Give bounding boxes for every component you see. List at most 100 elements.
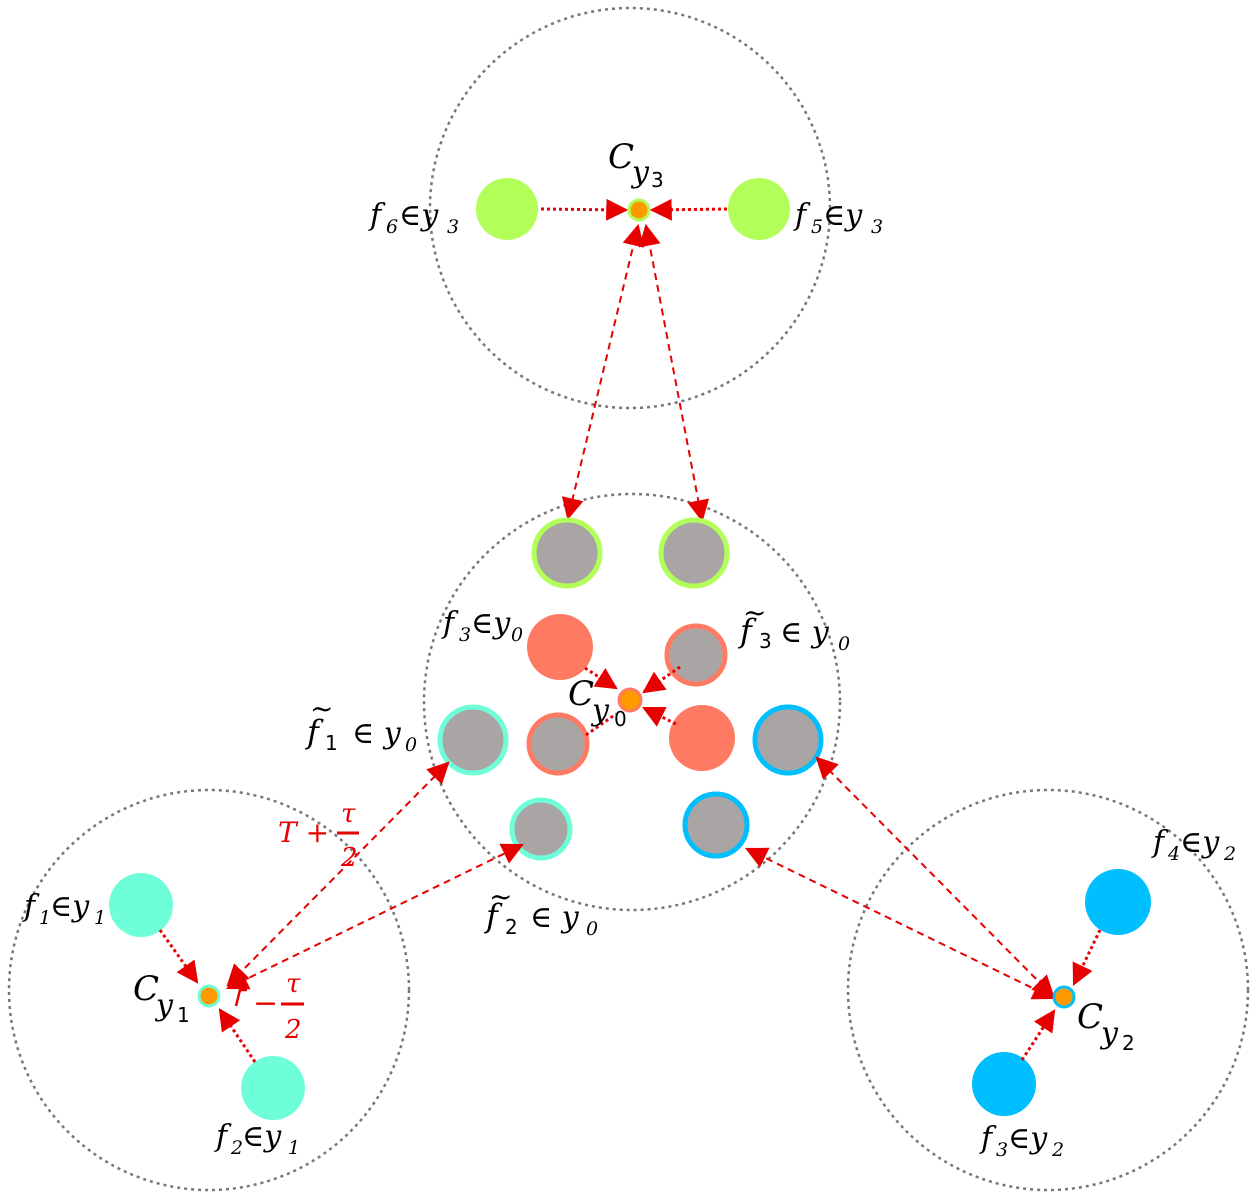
svg-text:3: 3	[651, 168, 664, 192]
svg-text:3: 3	[759, 629, 772, 653]
svg-text:1: 1	[39, 907, 51, 929]
center-c-y0	[617, 687, 643, 713]
label-f5-y3: f 5 ∈y 3	[793, 198, 883, 238]
svg-text:∈y: ∈y	[823, 198, 863, 233]
aug-feature-green-left	[531, 517, 603, 589]
svg-text:∈y: ∈y	[50, 889, 90, 924]
arrow-f2-to-c-y1	[218, 1008, 257, 1063]
arrow-f6-to-c-y3	[540, 198, 629, 221]
aug-feature-blue-right	[752, 704, 824, 776]
class-y0-boundary	[422, 492, 842, 912]
feature-f3-y0	[527, 614, 593, 680]
arrow-tilde-f3-to-c-y0	[642, 665, 681, 694]
svg-text:0: 0	[405, 734, 417, 756]
svg-text:y: y	[154, 988, 174, 1023]
aug-feature-tilde-f2	[509, 797, 573, 861]
svg-text:2: 2	[230, 1137, 243, 1159]
class-y2-boundary	[846, 788, 1250, 1192]
svg-text:0: 0	[838, 633, 850, 655]
svg-text:2: 2	[340, 843, 358, 873]
center-c-y2	[1052, 985, 1076, 1009]
arrow-f3-to-c-y0	[584, 666, 618, 690]
svg-text:∈ y: ∈ y	[352, 716, 402, 751]
svg-text:f: f	[214, 1119, 232, 1154]
label-f2-y1: f 2 ∈y 1	[214, 1119, 300, 1159]
arrow-c-y2-to-blue-bottom	[745, 847, 1055, 1000]
label-f1-y1: f 1 ∈y 1	[22, 889, 106, 929]
svg-text:1: 1	[288, 1137, 300, 1159]
svg-text:f: f	[979, 1121, 997, 1156]
arrow-salmon-right-to-c-y0	[642, 706, 677, 727]
svg-text:f: f	[441, 606, 459, 641]
arrow-c-y2-to-blue-right	[815, 756, 1055, 998]
center-c-y1	[197, 984, 221, 1008]
svg-text:6: 6	[386, 216, 398, 238]
svg-text:τ: τ	[286, 969, 301, 999]
feature-f4-y2	[1085, 869, 1151, 935]
svg-text:1: 1	[325, 731, 338, 755]
arrow-f3-y2-to-c-y2	[1020, 1009, 1056, 1061]
svg-text:2: 2	[1122, 1031, 1135, 1055]
svg-text:∈y: ∈y	[471, 606, 511, 641]
arrow-f1-to-c-y1	[158, 929, 199, 984]
label-f3-y0: f 3 ∈y 0	[441, 606, 523, 646]
svg-text:3: 3	[459, 624, 471, 646]
arrow-c-y3-to-aug-green-left	[561, 223, 645, 521]
aug-feature-tilde-f1	[437, 704, 509, 776]
svg-text:∈y: ∈y	[1180, 825, 1220, 860]
feature-f5-y3	[728, 178, 790, 240]
svg-text:0: 0	[586, 918, 598, 940]
label-f4-y2: f 4 ∈y 2	[1151, 825, 1236, 865]
svg-text:2: 2	[284, 1015, 302, 1045]
svg-text:0: 0	[511, 624, 523, 646]
svg-text:2: 2	[1051, 1139, 1064, 1161]
svg-text:C: C	[133, 969, 159, 1009]
svg-text:y: y	[1099, 1016, 1119, 1051]
aug-feature-salmon-left	[526, 712, 590, 776]
svg-text:~: ~	[489, 880, 512, 913]
label-margin-negative: − τ 2	[253, 969, 304, 1045]
svg-text:C: C	[568, 674, 594, 714]
label-tilde-f3-y0: ~ f 3 ∈ y 0	[738, 596, 850, 655]
label-tilde-f1-y0: ~ f 1 ∈ y 0	[305, 692, 417, 756]
svg-text:y: y	[590, 693, 610, 728]
arrow-salmon-left-to-c-y0	[585, 712, 617, 737]
class-y1-boundary	[7, 788, 411, 1192]
svg-text:4: 4	[1167, 843, 1180, 865]
svg-text:1: 1	[177, 1003, 190, 1027]
svg-text:τ: τ	[341, 799, 356, 829]
svg-text:~: ~	[310, 692, 333, 725]
svg-text:∈y: ∈y	[242, 1119, 282, 1154]
svg-text:0: 0	[614, 707, 627, 731]
label-c-y2: C y 2	[1077, 997, 1135, 1055]
svg-text:f: f	[793, 198, 811, 233]
label-tilde-f2-y0: ~ f 2 ∈ y 0	[484, 880, 598, 940]
svg-text:∈ y: ∈ y	[780, 615, 830, 650]
svg-text:C: C	[1077, 997, 1103, 1037]
margin-bracket-y1	[234, 988, 247, 1007]
aug-feature-tilde-f3	[664, 623, 728, 687]
svg-text:C: C	[608, 137, 634, 177]
feature-f3-y2	[972, 1052, 1036, 1116]
svg-text:∈y: ∈y	[1008, 1121, 1048, 1156]
svg-text:3: 3	[447, 216, 459, 238]
center-c-y3	[627, 198, 651, 222]
class-y3-boundary	[428, 6, 832, 410]
feature-f1-y1	[109, 873, 173, 937]
label-c-y0: C y 0	[568, 674, 627, 731]
svg-text:2: 2	[1223, 843, 1236, 865]
label-c-y3: C y 3	[608, 137, 664, 192]
svg-text:3: 3	[871, 216, 883, 238]
feature-salmon-right	[669, 705, 735, 771]
aug-feature-blue-bottom	[682, 791, 750, 859]
svg-text:f: f	[1151, 825, 1169, 860]
svg-text:y: y	[630, 155, 650, 190]
svg-text:~: ~	[743, 596, 766, 629]
svg-text:3: 3	[996, 1139, 1008, 1161]
svg-text:−: −	[253, 986, 278, 1021]
arrow-c-y3-to-aug-green-right	[638, 223, 710, 523]
arrow-f4-to-c-y2	[1072, 929, 1102, 986]
svg-text:∈ y: ∈ y	[530, 900, 580, 935]
svg-text:2: 2	[505, 915, 518, 939]
